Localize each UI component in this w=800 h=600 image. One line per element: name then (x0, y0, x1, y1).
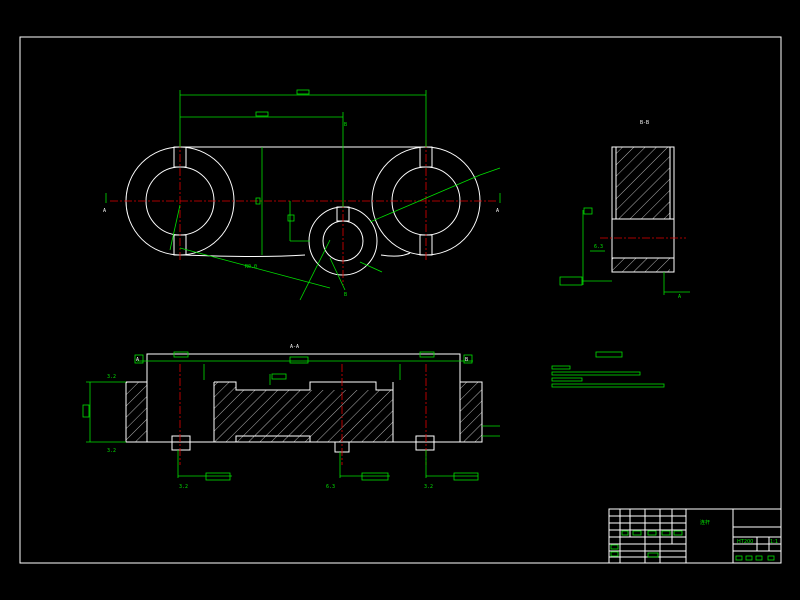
part-name: 连杆 (700, 519, 710, 526)
center-boss-inner (322, 220, 364, 262)
scale: 1:1 (770, 539, 778, 545)
datum-a: A (136, 357, 139, 363)
datum-b: B (465, 357, 468, 363)
svg-text:3.2: 3.2 (179, 484, 188, 490)
roughness-left: 3.2 (107, 374, 116, 380)
svg-text:B-B: B-B (640, 120, 649, 126)
material: HT200 (737, 539, 753, 545)
section-label-a-right: A (496, 208, 499, 214)
top-view: R0.0 B B A A (103, 89, 501, 301)
title-block: 连杆 HT200 1:1 (608, 508, 782, 564)
svg-text:A-A: A-A (290, 344, 299, 350)
roughness-right: 3.2 (424, 484, 433, 490)
svg-text:A: A (678, 294, 681, 300)
front-view: A-A A B (82, 344, 500, 490)
svg-text:B: B (344, 122, 347, 128)
svg-text:3.2: 3.2 (107, 448, 116, 454)
svg-text:R0.0: R0.0 (245, 264, 257, 270)
drawing-border (19, 36, 782, 564)
svg-text:B: B (344, 292, 347, 298)
section-label-a-left: A (103, 208, 106, 214)
technical-notes (551, 351, 665, 388)
roughness-mid: 6.3 (326, 484, 335, 490)
side-roughness: 6.3 (594, 244, 603, 250)
side-section-view: B-B 6.3 A (559, 120, 690, 300)
